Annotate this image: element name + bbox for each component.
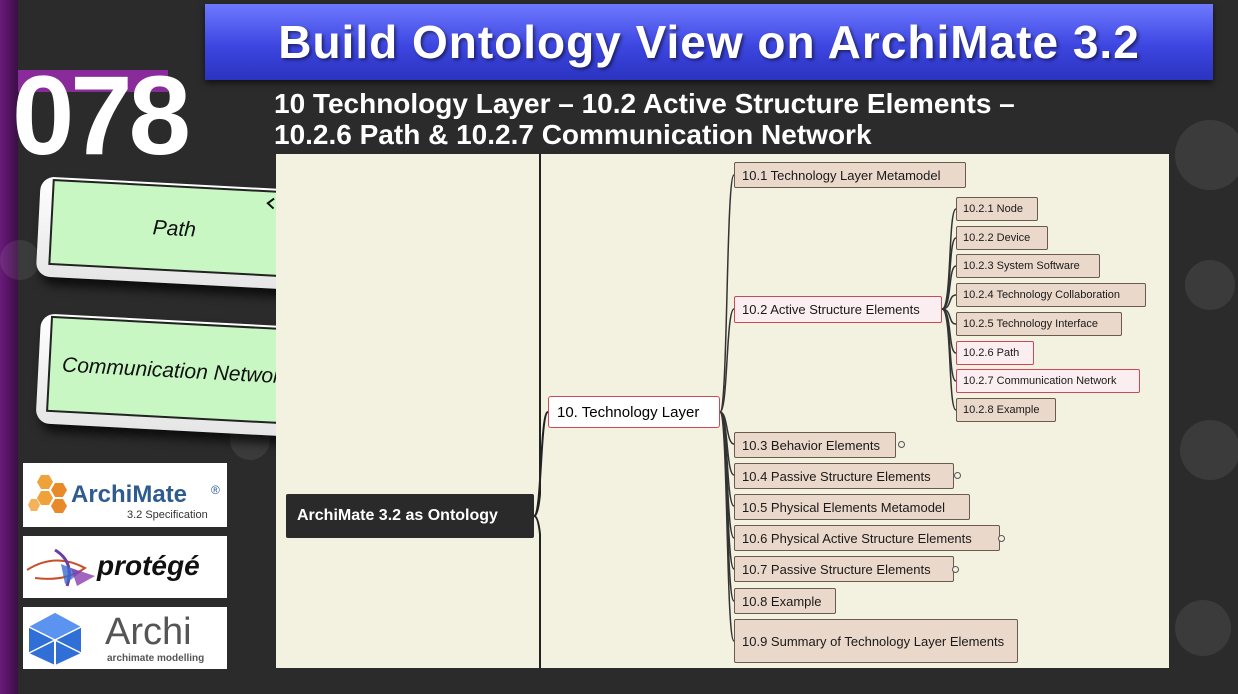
- protege-wordmark: protégé: [97, 550, 200, 581]
- node-10-7[interactable]: 10.7 Passive Structure Elements: [734, 556, 954, 582]
- node-10-4[interactable]: 10.4 Passive Structure Elements: [734, 463, 954, 489]
- node-10-1[interactable]: 10.1 Technology Layer Metamodel: [734, 162, 966, 188]
- node-10-6[interactable]: 10.6 Physical Active Structure Elements: [734, 525, 1000, 551]
- bokeh-light: [1180, 420, 1238, 480]
- episode-number: 078: [12, 53, 191, 178]
- archimate-wordmark: ArchiMate: [71, 481, 188, 508]
- bokeh-light: [1175, 600, 1231, 656]
- node-10-2-6[interactable]: 10.2.6 Path: [956, 341, 1034, 365]
- network-element-box: Communication Network: [46, 315, 307, 426]
- node-10-2-5[interactable]: 10.2.5 Technology Interface: [956, 312, 1122, 336]
- mindmap-main-node[interactable]: 10. Technology Layer: [548, 396, 720, 428]
- archi-subtitle: archimate modelling: [107, 653, 205, 664]
- protege-swoosh-icon: [26, 548, 95, 587]
- expand-toggle-icon[interactable]: [952, 566, 959, 573]
- node-10-2-2[interactable]: 10.2.2 Device: [956, 226, 1048, 250]
- page-title: Build Ontology View on ArchiMate 3.2: [278, 16, 1140, 68]
- node-10-3[interactable]: 10.3 Behavior Elements: [734, 432, 896, 458]
- network-label: Communication Network: [61, 353, 292, 388]
- archi-logo: Archi archimate modelling: [23, 607, 227, 669]
- bokeh-light: [1185, 260, 1235, 310]
- node-10-2-8[interactable]: 10.2.8 Example: [956, 398, 1056, 422]
- mindmap-root-node[interactable]: ArchiMate 3.2 as Ontology: [286, 494, 534, 538]
- archi-hexagon-icon: [28, 613, 82, 665]
- subtitle-line-1: 10 Technology Layer – 10.2 Active Struct…: [274, 88, 1015, 119]
- node-10-2-1[interactable]: 10.2.1 Node: [956, 197, 1038, 221]
- purple-accent-stripe: [18, 70, 168, 92]
- bokeh-light: [1175, 120, 1238, 190]
- archimate-spec: 3.2 Specification: [127, 509, 208, 521]
- expand-toggle-icon[interactable]: [954, 472, 961, 479]
- archi-wordmark: Archi: [105, 611, 192, 653]
- node-10-5[interactable]: 10.5 Physical Elements Metamodel: [734, 494, 970, 520]
- expand-toggle-icon[interactable]: [998, 535, 1005, 542]
- path-label: Path: [152, 215, 197, 242]
- subtitle: 10 Technology Layer – 10.2 Active Struct…: [274, 88, 1015, 150]
- node-10-2-7[interactable]: 10.2.7 Communication Network: [956, 369, 1140, 393]
- bokeh-light: [0, 240, 40, 280]
- archimate-hexagon-icon: [28, 475, 67, 513]
- node-10-2[interactable]: 10.2 Active Structure Elements: [734, 296, 942, 323]
- path-element-box: Path: [48, 178, 301, 278]
- node-10-9[interactable]: 10.9 Summary of Technology Layer Element…: [734, 619, 1018, 663]
- archimate-logo: ArchiMate ® 3.2 Specification: [23, 463, 227, 527]
- node-10-8[interactable]: 10.8 Example: [734, 588, 836, 614]
- node-10-2-4[interactable]: 10.2.4 Technology Collaboration: [956, 283, 1146, 307]
- mindmap-canvas[interactable]: ArchiMate 3.2 as Ontology 10. Technology…: [276, 154, 1169, 668]
- archimate-registered: ®: [211, 483, 220, 497]
- protege-logo: protégé: [23, 536, 227, 598]
- title-banner: Build Ontology View on ArchiMate 3.2: [205, 4, 1213, 80]
- mindmap-connectors: [533, 154, 957, 668]
- expand-toggle-icon[interactable]: [898, 441, 905, 448]
- node-10-2-3[interactable]: 10.2.3 System Software: [956, 254, 1100, 278]
- purple-accent-bar: [0, 0, 18, 694]
- subtitle-line-2: 10.2.6 Path & 10.2.7 Communication Netwo…: [274, 119, 872, 150]
